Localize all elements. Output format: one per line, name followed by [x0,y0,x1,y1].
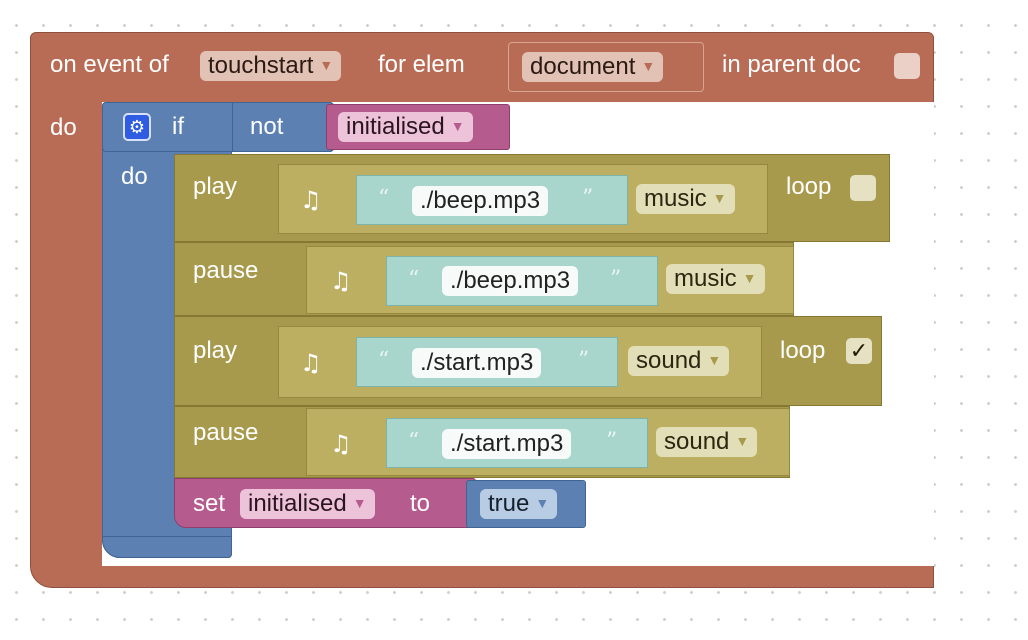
play-label: play [193,337,238,364]
open-quote-icon: “ [408,267,420,292]
dropdown-arrow-icon: ▼ [707,351,722,368]
not-label: not [250,113,284,140]
file-path-value: ./beep.mp3 [420,187,541,214]
dropdown-arrow-icon: ▼ [352,494,367,511]
channel-dropdown[interactable]: sound ▼ [656,427,758,457]
if-do-label: do [121,163,148,190]
file-path-value: ./start.mp3 [450,430,564,457]
open-quote-icon: “ [408,429,420,454]
file-path-field[interactable]: ./start.mp3 [442,429,572,459]
in-parent-doc-label: in parent doc [722,51,861,78]
music-note-icon: ♫ [300,186,322,214]
file-path-field[interactable]: ./beep.mp3 [442,266,579,296]
dropdown-arrow-icon: ▼ [735,432,750,449]
variable-value: initialised [248,490,347,517]
if-block-footer [102,536,232,558]
open-quote-icon: “ [378,348,390,373]
dropdown-arrow-icon: ▼ [742,269,757,286]
close-quote-icon: ” [582,186,594,211]
channel-value: music [674,265,737,292]
dropdown-arrow-icon: ▼ [319,56,334,73]
channel-value: music [644,185,707,212]
music-note-icon: ♫ [300,349,322,377]
loop-checkbox[interactable] [850,175,876,201]
boolean-value: true [488,490,530,517]
checkmark-icon: ✓ [849,338,869,363]
loop-label: loop [786,173,832,200]
variable-value: initialised [346,113,445,140]
event-type-value: touchstart [208,52,314,79]
loop-label: loop [780,337,826,364]
pause-label: pause [193,257,259,284]
set-label: set [193,490,226,517]
file-path-field[interactable]: ./start.mp3 [412,348,542,378]
dropdown-arrow-icon: ▼ [450,117,465,134]
if-label: if [172,113,184,140]
gear-icon[interactable]: ⚙ [123,113,151,141]
file-path-value: ./beep.mp3 [450,267,571,294]
music-note-icon: ♫ [330,267,352,295]
dropdown-arrow-icon: ▼ [712,189,727,206]
in-parent-doc-checkbox[interactable] [894,53,920,79]
for-elem-label: for elem [378,51,465,78]
channel-dropdown[interactable]: music ▼ [666,264,765,294]
element-dropdown[interactable]: document ▼ [522,52,664,82]
event-block-bottom [102,566,934,588]
dropdown-arrow-icon: ▼ [535,494,550,511]
play-label: play [193,173,238,200]
close-quote-icon: ” [578,348,590,373]
close-quote-icon: ” [606,429,618,454]
channel-dropdown[interactable]: sound ▼ [628,346,730,376]
dropdown-arrow-icon: ▼ [641,57,656,74]
close-quote-icon: ” [610,267,622,292]
file-path-field[interactable]: ./beep.mp3 [412,186,549,216]
on-event-label: on event of [50,51,169,78]
music-note-icon: ♫ [330,430,352,458]
event-type-dropdown[interactable]: touchstart ▼ [200,51,342,81]
open-quote-icon: “ [378,186,390,211]
event-do-label: do [50,114,77,141]
element-value: document [530,53,636,80]
initialised-variable-dropdown[interactable]: initialised ▼ [338,112,473,142]
loop-checkbox[interactable]: ✓ [846,338,872,364]
file-path-value: ./start.mp3 [420,349,534,376]
channel-value: sound [636,347,702,374]
channel-value: sound [664,428,730,455]
channel-dropdown[interactable]: music ▼ [636,184,735,214]
not-block[interactable] [232,102,332,152]
to-label: to [410,490,431,517]
boolean-dropdown[interactable]: true ▼ [480,489,558,519]
pause-label: pause [193,419,259,446]
set-variable-dropdown[interactable]: initialised ▼ [240,489,375,519]
